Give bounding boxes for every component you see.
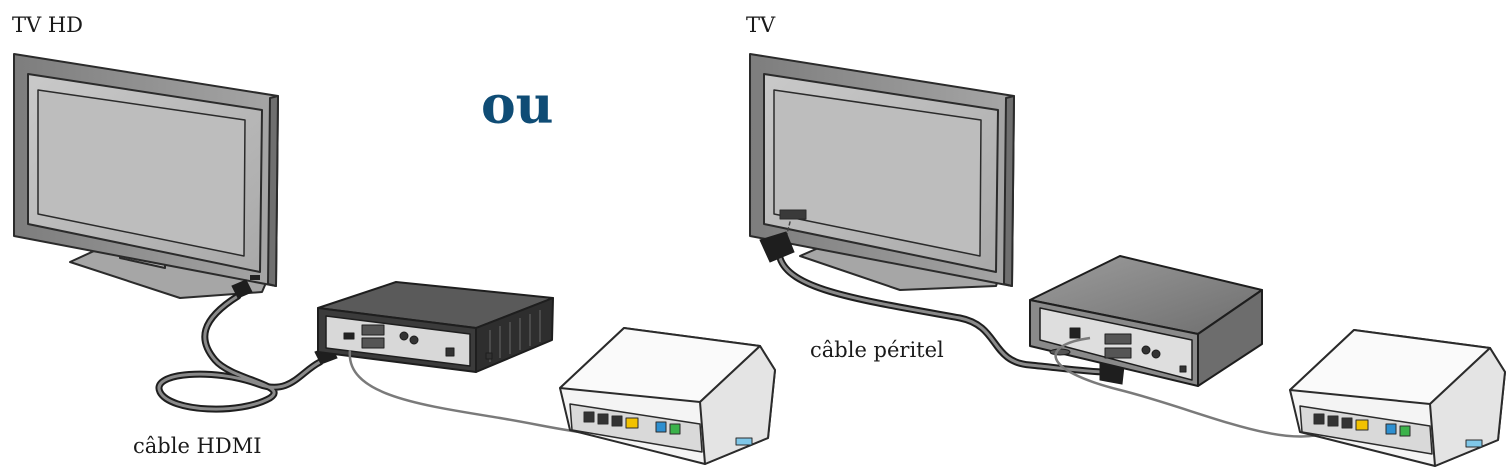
hd-tv	[14, 54, 278, 298]
hdmi-cable	[159, 280, 337, 409]
router-left	[560, 328, 775, 464]
tv	[750, 54, 1014, 290]
router-right	[1290, 330, 1505, 466]
hd-decoder	[318, 282, 553, 372]
